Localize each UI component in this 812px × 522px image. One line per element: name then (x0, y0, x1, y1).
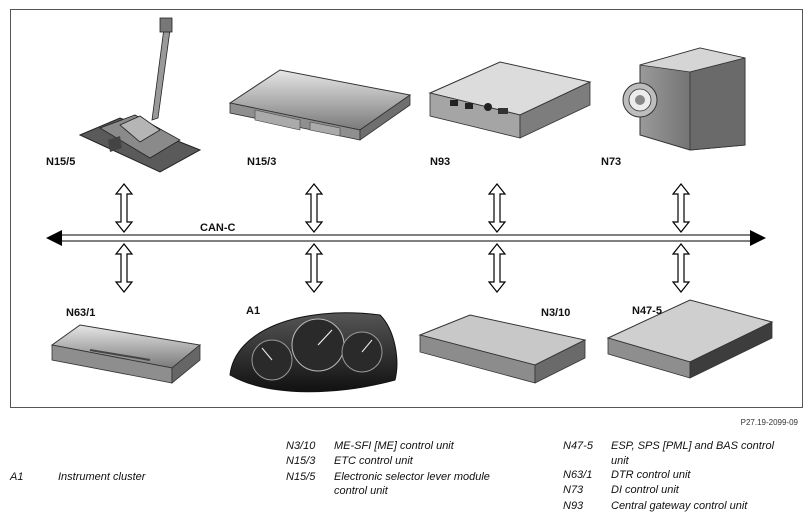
legend-desc: Instrument cluster (58, 471, 146, 483)
reference-code: P27.19-2099-09 (740, 418, 798, 427)
component-label-n47-5: N47-5 (632, 305, 662, 317)
legend-code: N63/1 (563, 469, 593, 481)
instrument-cluster-image (229, 312, 398, 393)
legend-code: N3/10 (286, 440, 316, 452)
connector-arrow-icon (487, 243, 507, 293)
connector-arrow-icon (304, 243, 324, 293)
bus-arrow-right-icon (750, 230, 766, 246)
legend-code: A1 (10, 471, 24, 483)
legend-code: N47-5 (563, 440, 593, 452)
legend-desc: ME-SFI [ME] control unit (334, 440, 454, 452)
etc-control-unit-image (228, 69, 412, 141)
component-label-n93: N93 (430, 156, 450, 168)
component-label-n3-10: N3/10 (541, 307, 570, 319)
legend-item: N3/10 ME-SFI [ME] control unit (286, 439, 556, 453)
legend-item: N47-5 ESP, SPS [PML] and BAS control (563, 439, 808, 453)
component-label-n63-1: N63/1 (66, 307, 95, 319)
component-label-n15-5: N15/5 (46, 156, 75, 168)
selector-lever-module-image (78, 17, 202, 173)
connector-arrow-icon (114, 243, 134, 293)
connector-arrow-icon (487, 183, 507, 233)
legend-desc: DTR control unit (611, 469, 691, 481)
legend-desc: control unit (334, 485, 388, 497)
legend-desc: Electronic selector lever module (334, 471, 490, 483)
connector-arrow-icon (304, 183, 324, 233)
connector-arrow-icon (671, 243, 691, 293)
legend-desc: Central gateway control unit (611, 500, 748, 512)
component-label-a1: A1 (246, 305, 260, 317)
legend-desc: ETC control unit (334, 455, 413, 467)
legend-item: control unit (286, 484, 556, 498)
legend-desc: DI control unit (611, 484, 679, 496)
connector-arrow-icon (114, 183, 134, 233)
bus-arrow-left-icon (46, 230, 62, 246)
di-control-unit-image (622, 47, 746, 151)
legend-code: N15/3 (286, 455, 316, 467)
component-label-n73: N73 (601, 156, 621, 168)
connector-arrow-icon (671, 183, 691, 233)
me-sfi-control-unit-image (418, 314, 587, 384)
legend-item: N15/3 ETC control unit (286, 454, 556, 468)
legend-desc: ESP, SPS [PML] and BAS control (611, 440, 775, 452)
can-bus-line (46, 230, 766, 246)
dtr-control-unit-image (50, 324, 202, 384)
network-diagram: CAN-C N15/5 N15/3 N93 N73 N63/1 A1 N3/10… (46, 17, 774, 393)
legend-item: A1 Instrument cluster (10, 470, 270, 484)
bus-label: CAN-C (200, 222, 235, 234)
legend-desc: unit (611, 455, 629, 467)
legend-code: N93 (563, 500, 584, 512)
legend-item: N73 DI control unit (563, 483, 808, 497)
component-label-n15-3: N15/3 (247, 156, 276, 168)
legend-item: N15/5 Electronic selector lever module (286, 470, 556, 484)
legend-item: N63/1 DTR control unit (563, 468, 808, 482)
legend-item: unit (563, 454, 808, 468)
legend-code: N15/5 (286, 471, 316, 483)
legend-item: N93 Central gateway control unit (563, 499, 808, 513)
legend-code: N73 (563, 484, 584, 496)
central-gateway-image (428, 61, 592, 139)
esp-control-unit-image (606, 299, 774, 379)
